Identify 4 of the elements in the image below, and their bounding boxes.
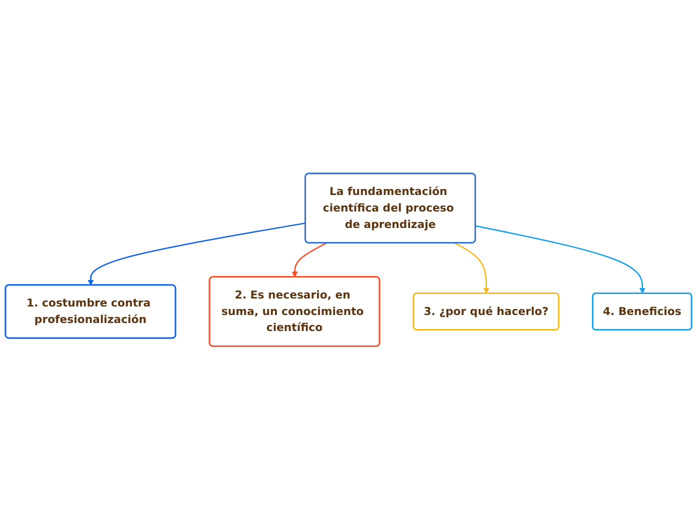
- arrow: [292, 242, 327, 278]
- arrow: [454, 242, 490, 294]
- arrow: [88, 222, 306, 286]
- arrow: [476, 225, 646, 294]
